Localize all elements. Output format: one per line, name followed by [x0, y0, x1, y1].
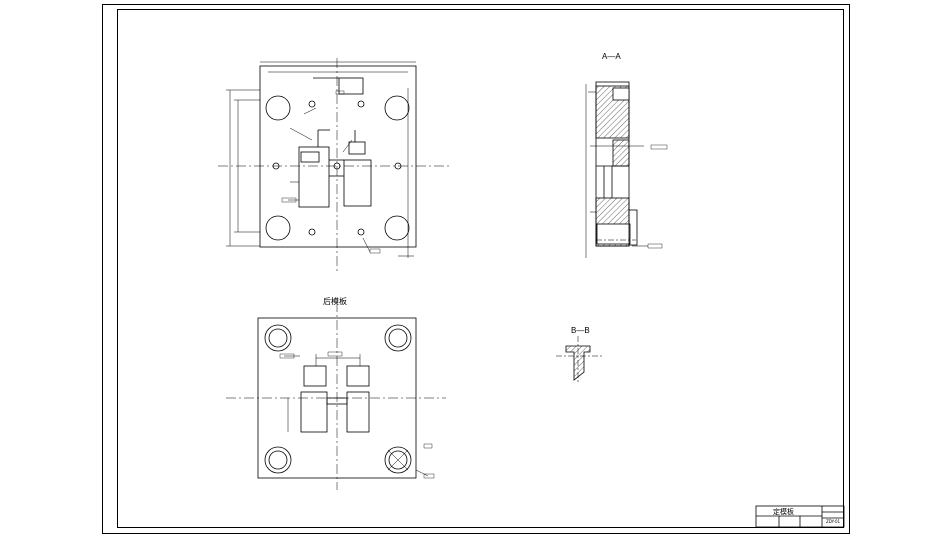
- front-view: [218, 58, 450, 272]
- title-block-drawing-no: ZDY-01: [826, 519, 841, 524]
- section-aa-label: A—A: [602, 52, 621, 61]
- section-aa-view: [585, 81, 668, 258]
- section-bb-label: B—B: [571, 326, 590, 335]
- back-view-label: 后模板: [323, 297, 347, 306]
- outer-border: [102, 4, 850, 534]
- inner-border: [117, 9, 844, 528]
- section-bb-view: [556, 336, 604, 384]
- title-block-name: 定模板: [773, 508, 794, 516]
- back-view: [226, 302, 446, 490]
- title-block: [755, 505, 845, 528]
